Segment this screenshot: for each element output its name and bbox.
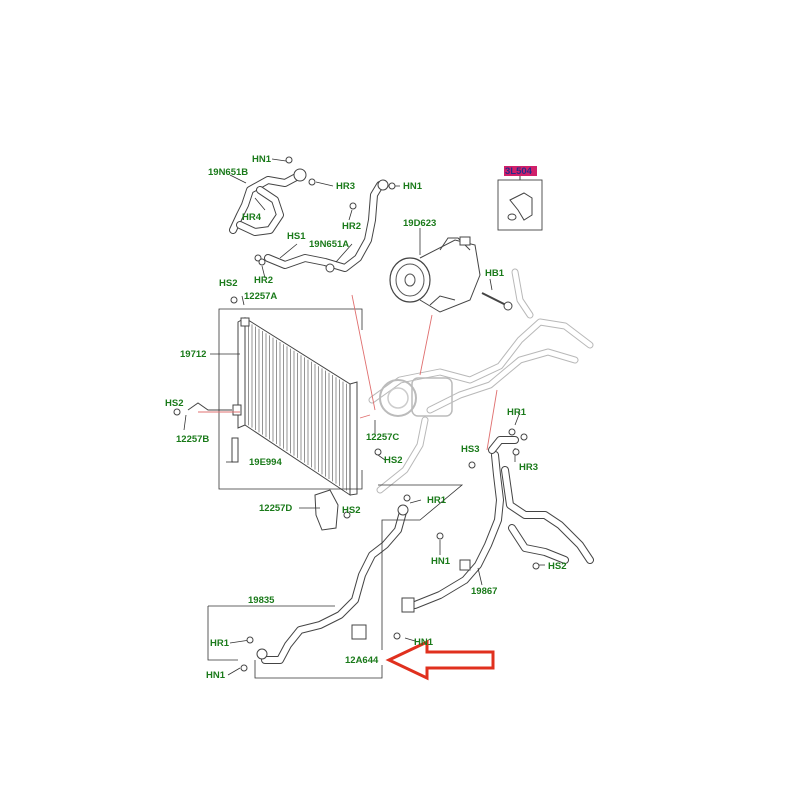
- condenser-19712: [231, 317, 358, 496]
- label-12A644: 12A644: [345, 655, 379, 666]
- red-leader-lines: [198, 294, 498, 451]
- inset-part-3L504: [497, 175, 543, 231]
- label-hs2-b: HS2: [165, 398, 183, 409]
- label-12257C: 12257C: [366, 432, 399, 443]
- label-19N651A: 19N651A: [309, 239, 349, 250]
- label-hr3-top: HR3: [336, 181, 355, 192]
- label-19867: 19867: [471, 586, 497, 597]
- bolt-HB1: [481, 292, 513, 311]
- label-hn1-mid: HN1: [431, 556, 451, 567]
- label-hn1-bottom-left: HN1: [206, 670, 226, 681]
- label-hs1: HS1: [287, 231, 306, 242]
- label-hr1-mid: HR1: [427, 495, 447, 506]
- compressor-ghost: [379, 377, 453, 417]
- fasteners: [173, 156, 540, 672]
- compressor-19D623: [389, 236, 481, 313]
- label-12257A: 12257A: [244, 291, 277, 302]
- label-hr2-mid: HR2: [254, 275, 273, 286]
- background-pipework: [368, 268, 594, 494]
- pipe-19867: [401, 436, 594, 613]
- label-hn1-top: HN1: [252, 154, 272, 165]
- pipe-19835: [256, 504, 409, 664]
- label-hr2-top: HR2: [342, 221, 361, 232]
- red-arrow-icon: [385, 639, 495, 681]
- label-hs2-c: HS2: [384, 455, 402, 466]
- label-hs2-d: HS2: [342, 505, 360, 516]
- label-hn1-right: HN1: [403, 181, 423, 192]
- bracket-12257B: [187, 402, 232, 411]
- highlight-box: [504, 166, 537, 176]
- hose-19N651B: [229, 168, 307, 236]
- label-19E994: 19E994: [249, 457, 282, 468]
- hose-19N651A: [264, 179, 389, 273]
- bracket-19835: [207, 606, 238, 661]
- label-hs2-e: HS2: [548, 561, 566, 572]
- label-hr4: HR4: [242, 212, 262, 223]
- label-12257D: 12257D: [259, 503, 292, 514]
- label-hs2-a: HS2: [219, 278, 237, 289]
- label-12257B: 12257B: [176, 434, 209, 445]
- label-hr1-right: HR1: [507, 407, 527, 418]
- bracket-12257D: [314, 489, 339, 531]
- label-3L504: 3L504: [505, 166, 533, 177]
- label-hn1-bottom-mid: HN1: [414, 637, 434, 648]
- label-19712: 19712: [180, 349, 206, 360]
- label-19835: 19835: [248, 595, 275, 606]
- condenser-group-bracket: [218, 308, 363, 490]
- label-hs3: HS3: [461, 444, 479, 455]
- label-19D623: 19D623: [403, 218, 436, 229]
- label-hr1-left: HR1: [210, 638, 230, 649]
- label-19N651B: 19N651B: [208, 167, 248, 178]
- label-hr3-right: HR3: [519, 462, 538, 473]
- label-hb1: HB1: [485, 268, 505, 279]
